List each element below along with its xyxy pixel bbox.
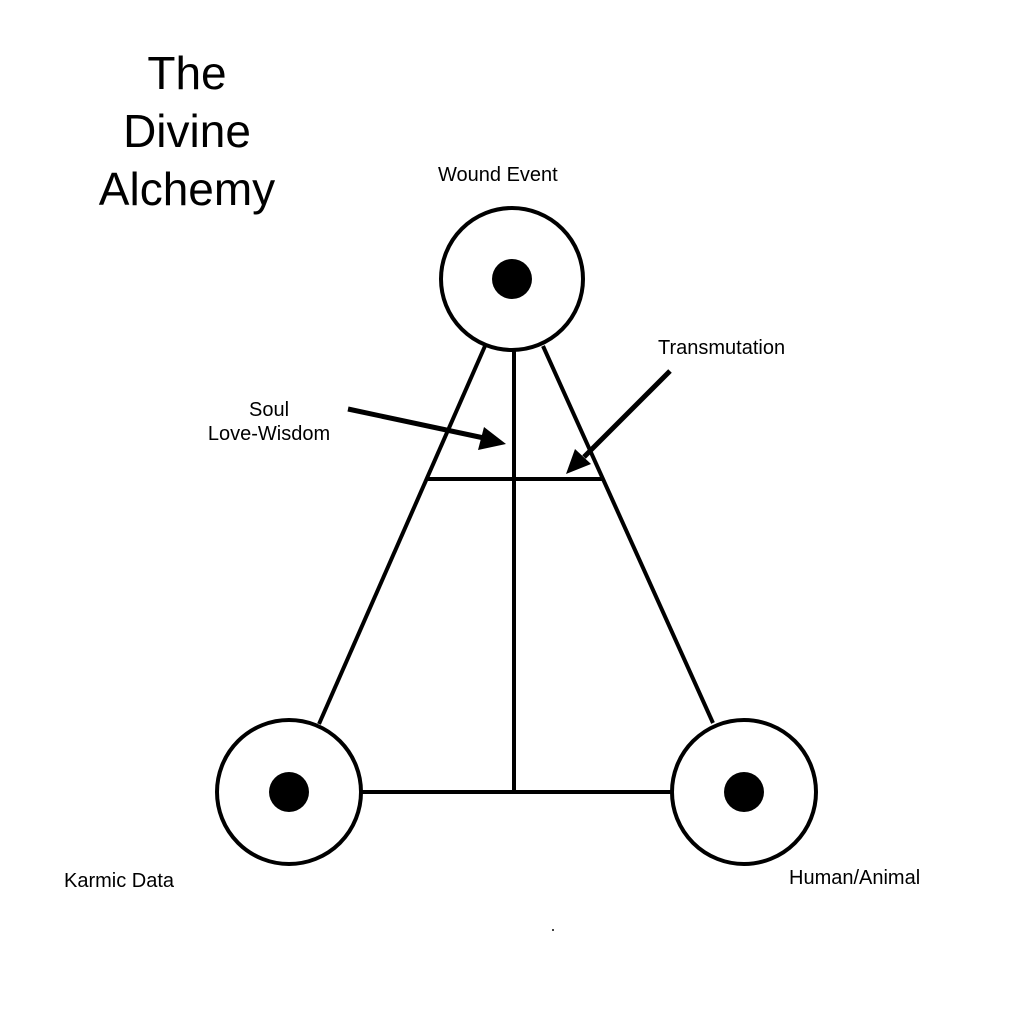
wound-event-node bbox=[439, 206, 585, 352]
wound-event-label: Wound Event bbox=[438, 164, 558, 186]
karmic-data-dot bbox=[269, 772, 309, 812]
transmutation-arrow bbox=[582, 369, 672, 459]
karmic-data-label: Karmic Data bbox=[64, 870, 175, 892]
diagram-title: The Divine Alchemy bbox=[60, 44, 314, 218]
soul-love-wisdom-label: Soul Love-Wisdom bbox=[186, 398, 352, 446]
karmic-data-node bbox=[215, 718, 363, 866]
human-animal-label: Human/Animal bbox=[789, 867, 921, 889]
right-leg-line bbox=[541, 345, 715, 724]
wound-event-dot bbox=[492, 259, 532, 299]
human-animal-node bbox=[670, 718, 818, 866]
transmutation-label: Transmutation bbox=[658, 337, 786, 359]
title-line-1: The bbox=[147, 47, 227, 99]
soul-arrowhead-icon bbox=[478, 427, 506, 450]
soul-label-line-1: Soul bbox=[248, 399, 290, 421]
stray-dot bbox=[552, 929, 554, 931]
soul-label-line-2: Love-Wisdom bbox=[207, 423, 331, 445]
human-animal-dot bbox=[724, 772, 764, 812]
title-line-2: Divine bbox=[123, 105, 251, 157]
title-line-3: Alchemy bbox=[98, 163, 276, 215]
left-leg-line bbox=[317, 345, 487, 725]
soul-arrow bbox=[347, 406, 485, 441]
transmutation-arrowhead-icon bbox=[566, 449, 591, 474]
